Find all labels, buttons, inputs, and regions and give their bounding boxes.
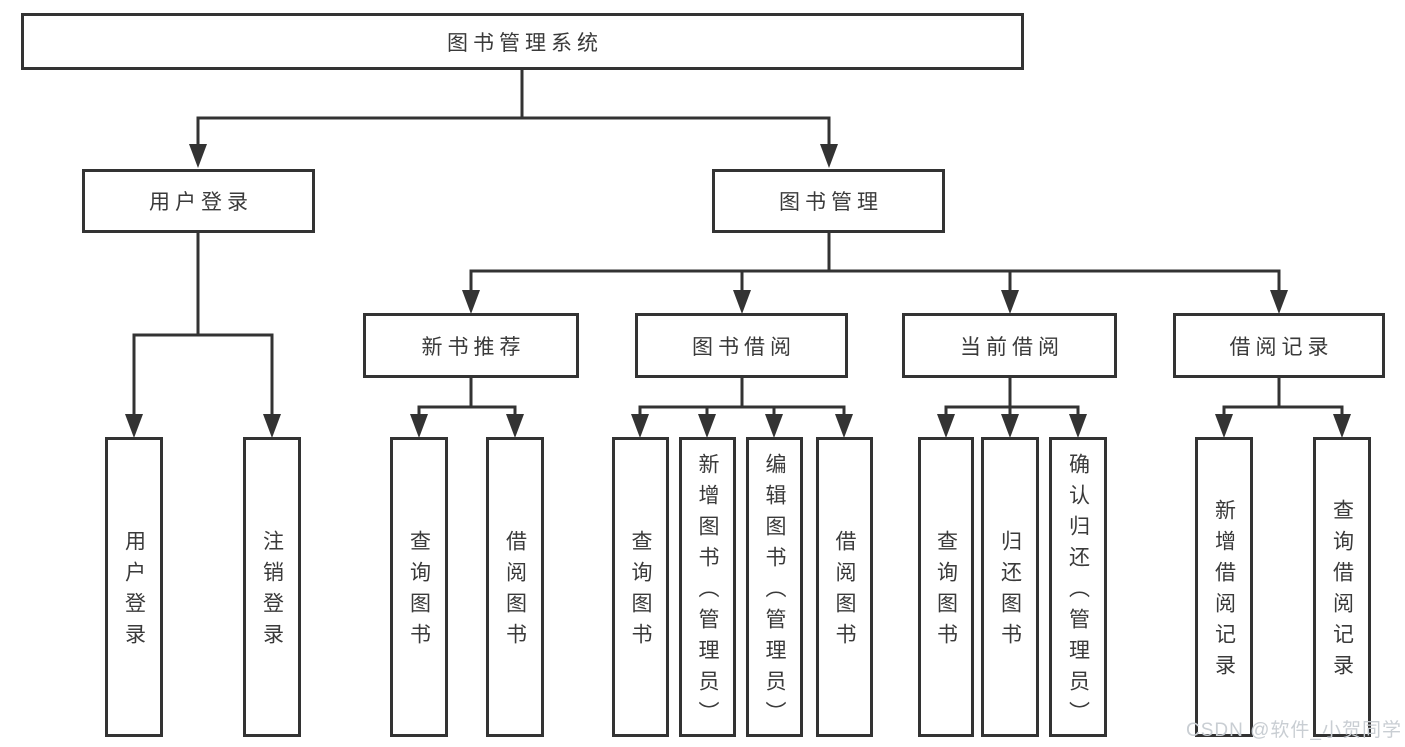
node-label: 图书管理 <box>779 191 883 214</box>
leaf-borrow-query-books: 查询图书 <box>612 437 669 737</box>
leaf-query-borrow-record: 查询借阅记录 <box>1313 437 1371 737</box>
leaf-label: 查询借阅记录 <box>1330 499 1354 685</box>
leaf-label: 借阅图书 <box>833 530 856 654</box>
node-label: 新书推荐 <box>421 335 526 359</box>
node-current-borrowing: 当前借阅 <box>902 313 1117 378</box>
leaf-add-book-admin: 新增图书（管理员） <box>679 437 736 737</box>
leaf-edit-book-admin: 编辑图书（管理员） <box>746 437 803 737</box>
leaf-label: 确认归还（管理员） <box>1066 452 1090 732</box>
node-book-management: 图书管理 <box>712 169 945 233</box>
node-label: 用户登录 <box>149 191 253 214</box>
leaf-label: 新增借阅记录 <box>1212 499 1236 685</box>
node-label: 图书借阅 <box>692 335 796 359</box>
leaf-return-books: 归还图书 <box>981 437 1039 737</box>
leaf-confirm-return-admin: 确认归还（管理员） <box>1049 437 1107 737</box>
leaf-current-query-books: 查询图书 <box>918 437 974 737</box>
leaf-label: 注销登录 <box>260 530 284 654</box>
leaf-user-login: 用户登录 <box>105 437 163 737</box>
node-book-borrowing: 图书借阅 <box>635 313 848 378</box>
leaf-label: 查询图书 <box>629 530 652 654</box>
node-label: 借阅记录 <box>1229 335 1334 359</box>
leaf-add-borrow-record: 新增借阅记录 <box>1195 437 1253 737</box>
node-borrowing-records: 借阅记录 <box>1173 313 1385 378</box>
node-new-book-recommend: 新书推荐 <box>363 313 579 378</box>
leaf-label: 用户登录 <box>122 530 146 654</box>
leaf-logout: 注销登录 <box>243 437 301 737</box>
leaf-recommend-query-books: 查询图书 <box>390 437 448 737</box>
leaf-label: 查询图书 <box>407 530 431 654</box>
leaf-label: 查询图书 <box>934 530 958 654</box>
leaf-label: 新增图书（管理员） <box>696 452 719 732</box>
node-label: 当前借阅 <box>960 335 1064 359</box>
node-root-system: 图书管理系统 <box>21 13 1024 70</box>
leaf-label: 编辑图书（管理员） <box>763 452 786 732</box>
leaf-borrow-books: 借阅图书 <box>816 437 873 737</box>
leaf-label: 借阅图书 <box>503 530 527 654</box>
csdn-watermark: CSDN @软件_小贺同学 <box>1186 720 1402 741</box>
node-user-login: 用户登录 <box>82 169 315 233</box>
leaf-label: 归还图书 <box>998 530 1022 654</box>
leaf-recommend-borrow-books: 借阅图书 <box>486 437 544 737</box>
node-label: 图书管理系统 <box>447 31 603 55</box>
